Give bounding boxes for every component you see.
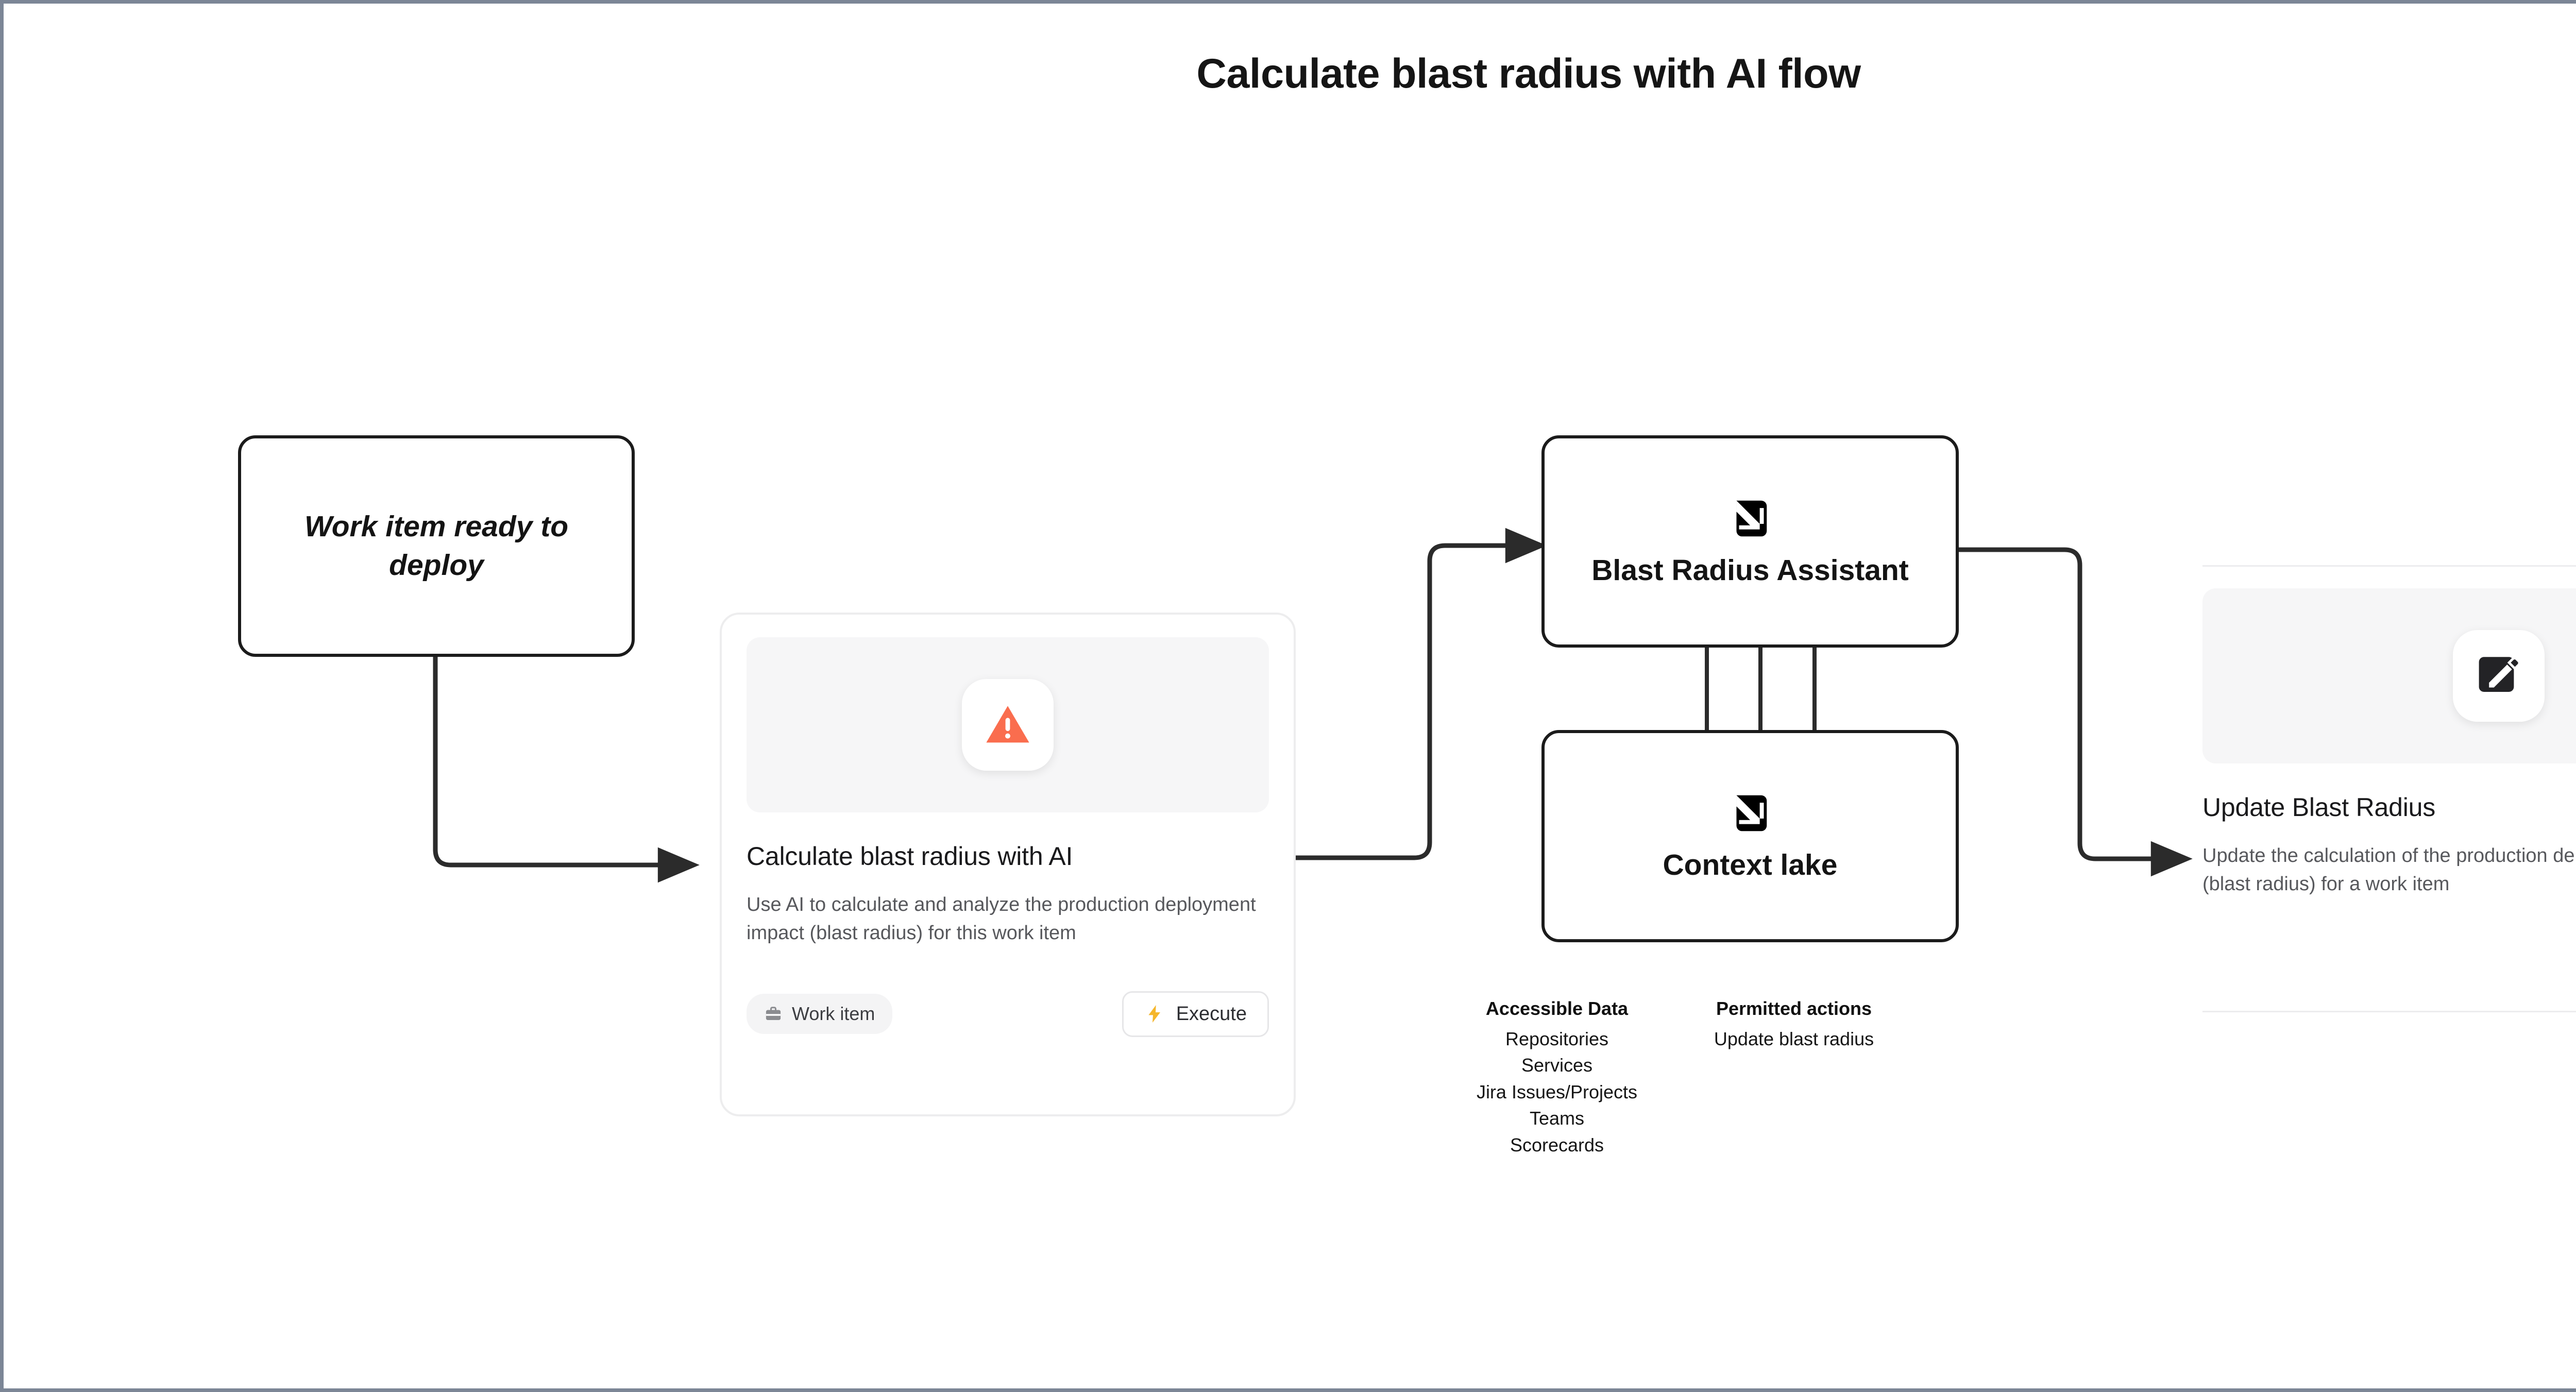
work-item-chip[interactable]: Work item xyxy=(747,994,893,1034)
accessible-data-heading: Accessible Data xyxy=(1485,998,1629,1019)
port-logo-icon xyxy=(1736,795,1767,831)
update-card-hero xyxy=(2202,588,2576,763)
accessible-data-item: Services xyxy=(1521,1055,1593,1076)
ai-card-description: Use AI to calculate and analyze the prod… xyxy=(747,894,1256,944)
edge-trigger-to-ai xyxy=(433,657,700,883)
update-card-footer: Execute xyxy=(2202,942,2576,988)
ai-card-title: Calculate blast radius with AI xyxy=(747,842,1073,871)
update-card-description: Update the calculation of the production… xyxy=(2202,845,2576,895)
update-blast-radius-card[interactable]: Update Blast Radius Update the calculati… xyxy=(2202,565,2576,1097)
port-logo-icon xyxy=(1736,500,1767,537)
ai-execute-button[interactable]: Execute xyxy=(1122,991,1269,1037)
accessible-data-column: Accessible Data Repositories Services Ji… xyxy=(1469,998,1645,1158)
warning-triangle-icon xyxy=(986,706,1029,743)
accessible-data-item: Teams xyxy=(1529,1108,1585,1129)
ai-card-hero xyxy=(747,637,1269,812)
edge-ai-to-assistant xyxy=(1296,528,1547,860)
permitted-actions-heading: Permitted actions xyxy=(1716,998,1872,1019)
accessible-data-item: Jira Issues/Projects xyxy=(1476,1081,1638,1102)
lightning-bolt-icon xyxy=(1148,1005,1160,1023)
work-item-chip-label: Work item xyxy=(792,1003,875,1025)
ai-card-footer: Work item Execute xyxy=(747,991,1269,1037)
update-card-body: Update Blast Radius Update the calculati… xyxy=(2202,588,2576,988)
warning-triangle-tile xyxy=(962,679,1054,771)
context-lake-node[interactable]: Context lake xyxy=(1541,730,1959,942)
edit-pencil-icon xyxy=(2479,657,2521,692)
card-bottom-divider xyxy=(2202,1010,2576,1012)
permitted-actions-column: Permitted actions Update blast radius xyxy=(1691,998,1897,1052)
ai-action-card[interactable]: Calculate blast radius with AI Use AI to… xyxy=(720,613,1296,1116)
update-card-title: Update Blast Radius xyxy=(2202,793,2436,822)
page-title: Calculate blast radius with AI flow xyxy=(1196,50,1861,97)
trigger-node[interactable]: Work item ready to deploy xyxy=(238,435,635,657)
ai-execute-label: Execute xyxy=(1176,1003,1247,1025)
edge-assistant-to-update xyxy=(1959,547,2193,877)
permitted-actions-item: Update blast radius xyxy=(1714,1028,1874,1049)
card-top-divider xyxy=(2202,565,2576,567)
assistant-label: Blast Radius Assistant xyxy=(1591,553,1909,587)
edit-pencil-tile xyxy=(2453,630,2545,722)
trigger-node-label: Work item ready to deploy xyxy=(304,510,569,582)
context-lake-label: Context lake xyxy=(1663,848,1838,881)
blast-radius-assistant-node[interactable]: Blast Radius Assistant xyxy=(1541,435,1959,648)
accessible-data-item: Repositories xyxy=(1505,1028,1609,1049)
briefcase-icon xyxy=(766,1007,781,1021)
accessible-data-item: Scorecards xyxy=(1510,1134,1604,1156)
